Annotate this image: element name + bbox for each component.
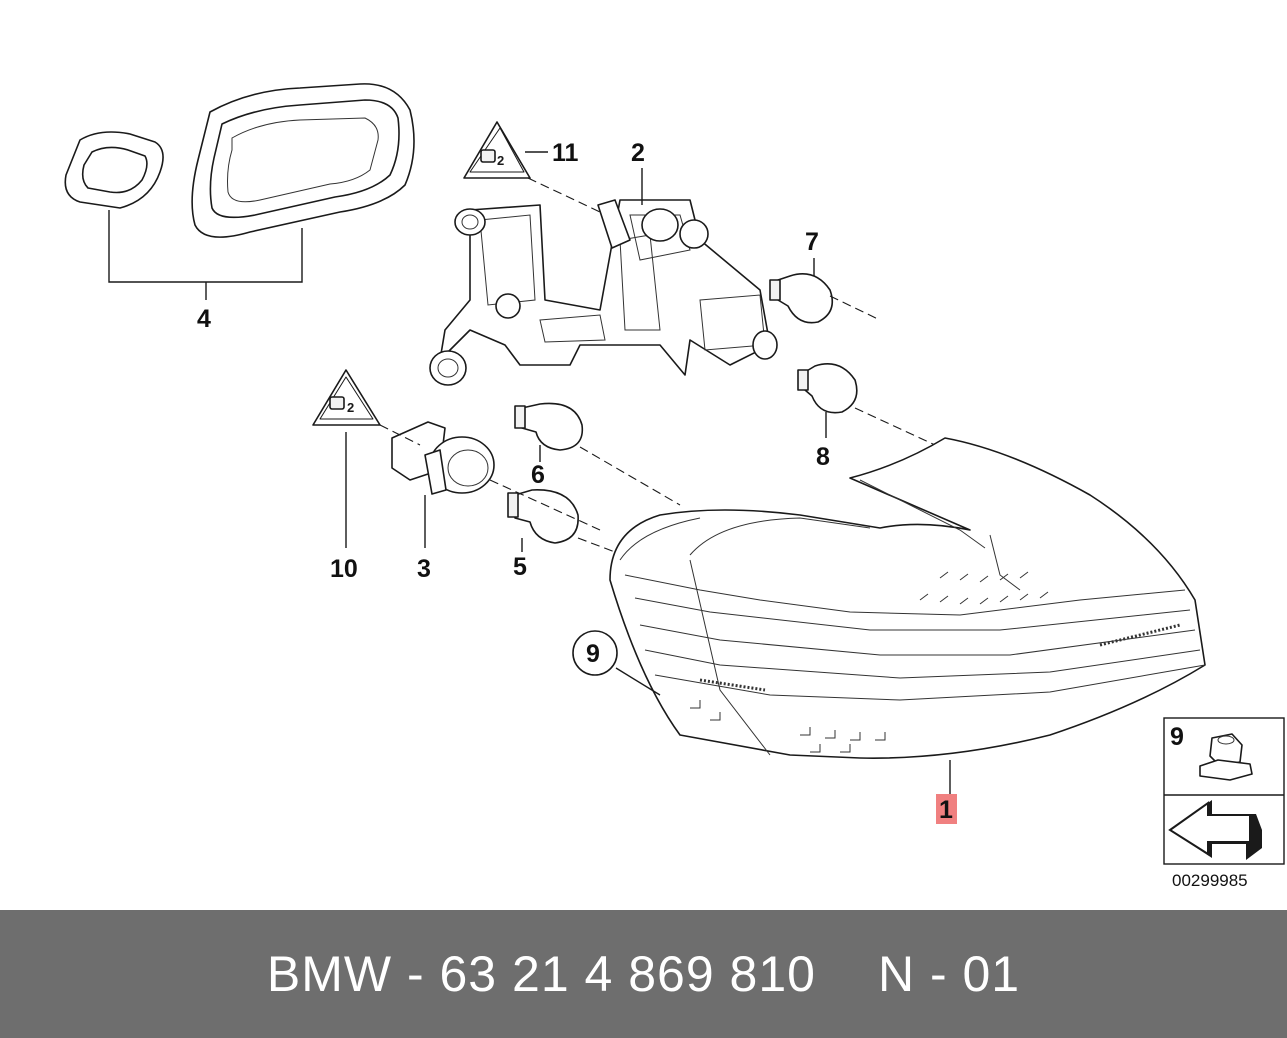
gasket-small xyxy=(64,131,164,209)
bulb-6 xyxy=(514,402,584,451)
bulb-7 xyxy=(769,273,834,324)
svg-text:2: 2 xyxy=(497,153,504,168)
svg-text:2: 2 xyxy=(347,400,354,415)
callout-label-6: 6 xyxy=(531,461,545,489)
part-number-footer: BMW - 63 21 4 869 810 N - 01 xyxy=(0,910,1287,1038)
svg-text:4: 4 xyxy=(197,305,211,333)
callout-label-4: 4 xyxy=(197,305,211,333)
drawing-number: 00299985 xyxy=(1172,871,1248,890)
bulb-8 xyxy=(797,363,858,414)
svg-text:8: 8 xyxy=(816,443,830,471)
diagram-reference: N - 01 xyxy=(877,946,1021,1002)
tail-light-lens-pattern xyxy=(690,571,1181,753)
warning-triangle-icon: 2 xyxy=(312,369,381,426)
svg-text:7: 7 xyxy=(805,228,819,256)
callout-label-9: 9 xyxy=(586,640,600,668)
hex-nut-icon xyxy=(1199,733,1253,781)
gasket-large xyxy=(191,83,415,238)
callout-label-11: 11 xyxy=(552,139,579,167)
svg-text:9: 9 xyxy=(1170,723,1184,751)
svg-text:9: 9 xyxy=(586,640,600,668)
callout-label-2: 2 xyxy=(631,139,645,167)
svg-text:5: 5 xyxy=(513,553,527,581)
callout-label-5: 5 xyxy=(513,553,527,581)
bulb-socket xyxy=(391,421,495,495)
callout-label-8: 8 xyxy=(816,443,830,471)
callout-label-3: 3 xyxy=(417,555,431,583)
svg-text:6: 6 xyxy=(531,461,545,489)
svg-text:1: 1 xyxy=(939,796,953,824)
svg-text:3: 3 xyxy=(417,555,431,583)
callout-label-1-highlighted: 1 xyxy=(936,794,957,824)
parts-diagram: 2 2 xyxy=(64,83,1285,890)
part-number: BMW - 63 21 4 869 810 xyxy=(266,946,816,1002)
warning-triangle-icon: 2 xyxy=(463,121,531,179)
svg-text:2: 2 xyxy=(631,139,645,167)
svg-text:10: 10 xyxy=(330,555,358,583)
bulb-5 xyxy=(507,489,579,544)
tail-light-housing xyxy=(609,437,1206,759)
inset-box: 9 xyxy=(1163,717,1285,865)
callout-label-10: 10 xyxy=(330,555,358,583)
svg-text:11: 11 xyxy=(552,139,579,167)
callout-label-7: 7 xyxy=(805,228,819,256)
callout-circle xyxy=(572,630,618,676)
orientation-arrow-icon xyxy=(1168,800,1262,860)
footer-text: BMW - 63 21 4 869 810 N - 01 xyxy=(267,945,1020,1003)
bulb-carrier xyxy=(429,199,778,386)
